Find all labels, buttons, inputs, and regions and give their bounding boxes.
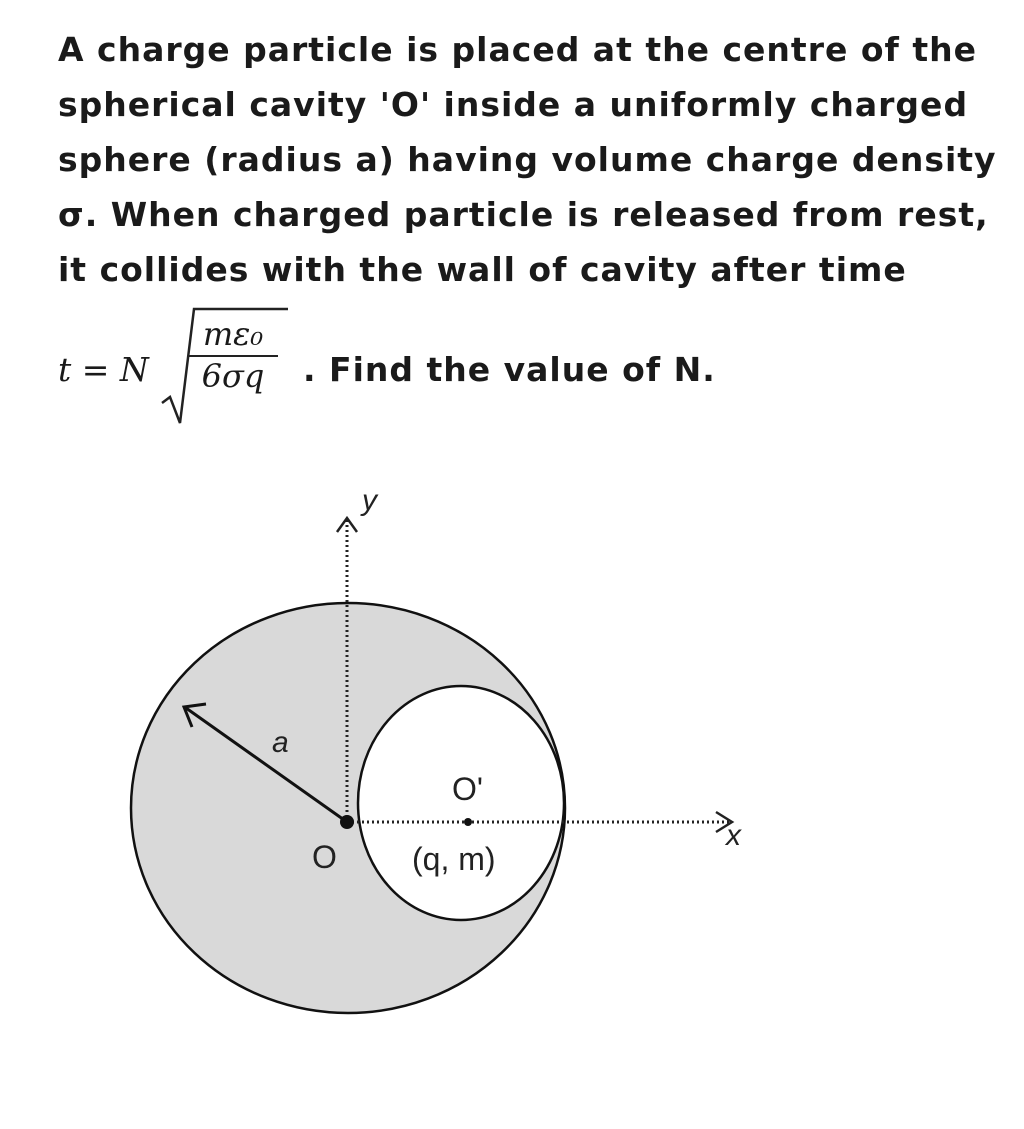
cavity [356, 684, 566, 922]
x-axis-label: x [724, 819, 742, 852]
fraction: mε₀ 6σq [188, 315, 278, 395]
origin-point [340, 815, 354, 829]
radius-label: a [272, 726, 289, 759]
denominator: 6σq [201, 357, 265, 395]
particle-label: (q, m) [412, 841, 496, 877]
origin-label: O [312, 839, 337, 875]
question-text: A charge particle is placed at the centr… [58, 30, 997, 289]
equation-rest: . Find the value of N. [303, 350, 716, 389]
y-axis-arrow-icon [335, 515, 359, 533]
radius-arrow [185, 706, 348, 824]
sqrt-sign [161, 307, 288, 424]
cavity-center-label: O' [452, 771, 483, 807]
radius-arrow-head-icon [181, 702, 207, 728]
particle-point [464, 818, 472, 826]
equation-lhs: t = N [58, 350, 149, 389]
numerator: mε₀ [188, 315, 278, 357]
x-axis-arrow-icon [715, 810, 735, 834]
y-axis-label: y [360, 484, 379, 517]
